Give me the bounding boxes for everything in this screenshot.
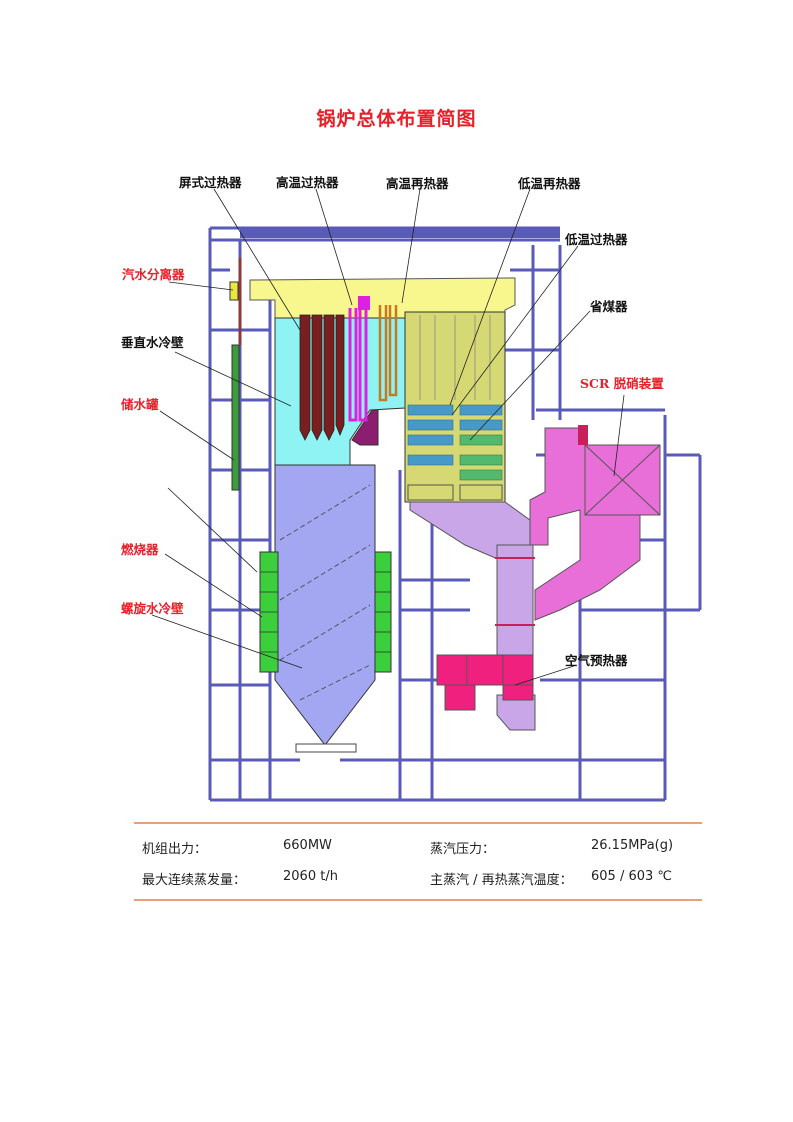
label-spiral-water-wall: 螺旋水冷壁 xyxy=(121,601,184,616)
steam-water-separator xyxy=(229,281,239,301)
label-screen-superheater: 屏式过热器 xyxy=(179,175,242,190)
label-air-preheater: 空气预热器 xyxy=(565,653,628,668)
specs-table: 机组出力： 660MW 蒸汽压力： 26.15MPa(g) 最大连续蒸发量： 2… xyxy=(134,822,702,901)
flue-vertical-duct xyxy=(496,544,534,656)
label-low-temp-reheater: 低温再热器 xyxy=(518,176,581,191)
furnace-nose xyxy=(351,409,379,446)
economizer-banks xyxy=(459,434,503,481)
spec-unit-output-value: 660MW xyxy=(283,838,332,853)
label-storage-tank: 储水罐 xyxy=(121,397,159,412)
storage-tank xyxy=(231,344,240,491)
spec-max-evaporation-label: 最大连续蒸发量： xyxy=(142,873,247,888)
burner-rows xyxy=(260,571,391,653)
label-vertical-water-wall: 垂直水冷壁 xyxy=(121,335,184,350)
low-temp-reheater-banks xyxy=(407,404,503,466)
spec-steam-pressure-value: 26.15MPa(g) xyxy=(591,838,674,853)
label-economizer: 省煤器 xyxy=(590,299,628,314)
page-title: 锅炉总体布置简图 xyxy=(316,108,477,130)
label-burner: 燃烧器 xyxy=(121,542,159,557)
hts-header xyxy=(358,296,370,310)
spec-max-evaporation-value: 2060 t/h xyxy=(283,869,338,884)
leader-lines xyxy=(151,188,625,686)
screen-superheater xyxy=(299,314,345,441)
spec-unit-output-label: 机组出力： xyxy=(142,842,208,857)
hopper-outlet xyxy=(295,743,357,753)
backpass-lines xyxy=(419,315,491,400)
label-high-temp-superheater: 高温过热器 xyxy=(276,175,339,190)
label-steam-water-separator: 汽水分离器 xyxy=(122,267,185,282)
spec-steam-temp-value: 605 / 603 ℃ xyxy=(591,869,673,884)
furnace-hatching xyxy=(279,484,371,701)
spec-steam-temp-label: 主蒸汽 / 再热蒸汽温度： xyxy=(430,873,573,888)
duct-bands xyxy=(495,557,535,626)
label-scr-denitration: SCR 脱硝装置 xyxy=(580,376,664,391)
air-preheater xyxy=(436,654,534,711)
high-temp-reheater xyxy=(378,305,398,402)
top-beam xyxy=(240,228,560,238)
label-low-temp-superheater: 低温过热器 xyxy=(565,232,628,247)
backpass-bottom-hoppers xyxy=(407,484,503,501)
scr-reactor-cross xyxy=(584,444,661,516)
lower-furnace xyxy=(274,464,376,746)
spec-steam-pressure-label: 蒸汽压力： xyxy=(430,842,496,857)
high-temp-superheater xyxy=(348,300,368,422)
scr-inlet-band xyxy=(578,425,588,445)
label-high-temp-reheater: 高温再热器 xyxy=(386,176,449,191)
